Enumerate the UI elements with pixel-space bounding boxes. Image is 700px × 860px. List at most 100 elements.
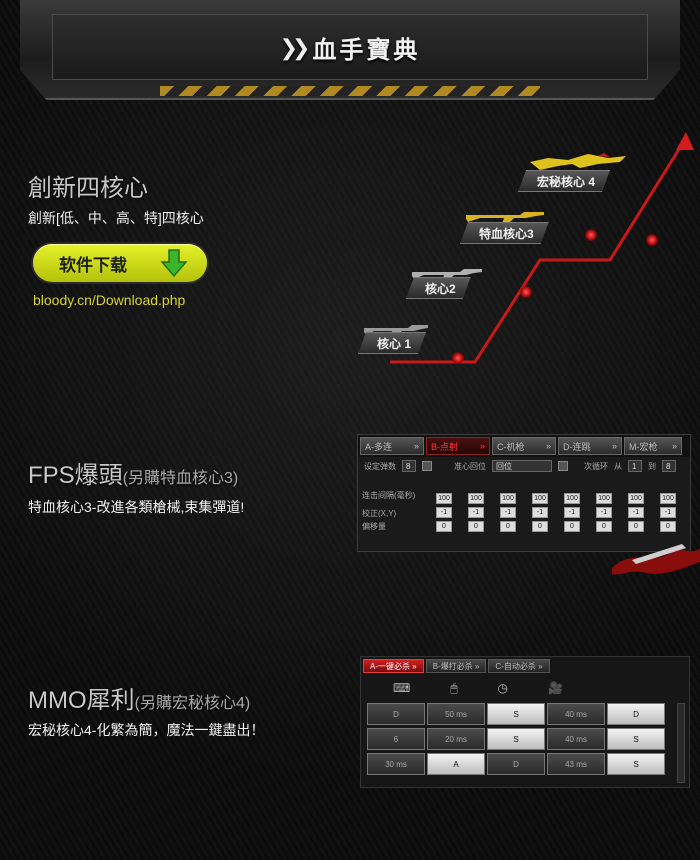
- mmo-mode-tabs: A-一键必杀 » B-爆打必杀 » C-自动必杀 »: [361, 657, 689, 675]
- section-title-mmo: MMO犀利(另購宏秘核心4): [28, 687, 251, 714]
- macro-delay[interactable]: 40 ms: [547, 728, 605, 750]
- fps-values-grid: 100 100 100 100 100 100 100 100 -1 -1 -1…: [436, 493, 692, 532]
- macro-delay[interactable]: 50 ms: [427, 703, 485, 725]
- golden-rifle-icon-3: [466, 212, 544, 224]
- tab-auto-kill[interactable]: C-自动必杀 »: [488, 659, 550, 673]
- dropdown-icon[interactable]: [558, 461, 568, 471]
- core-tag-3: 特血核心3: [460, 222, 549, 244]
- macro-key[interactable]: A: [427, 753, 485, 775]
- x-offset-field[interactable]: 0: [660, 521, 676, 532]
- chevron-right-icon: »: [671, 441, 677, 451]
- tab-point-burst[interactable]: B-点射»: [426, 437, 490, 455]
- core-dot-4: [646, 234, 658, 246]
- chevron-right-icon: »: [479, 441, 485, 451]
- tab-burst-kill[interactable]: B-爆打必杀 »: [425, 659, 487, 673]
- x-offset-field[interactable]: 0: [436, 521, 452, 532]
- rifle-icon-2: [412, 269, 482, 281]
- mmo-key-sequence-grid: D 50 ms S 40 ms D 6 20 ms S 40 ms S 30 m…: [367, 703, 665, 775]
- interval-field[interactable]: 100: [500, 493, 516, 504]
- loop-to-field[interactable]: 8: [662, 460, 676, 472]
- x-offset-field[interactable]: 0: [628, 521, 644, 532]
- tab-one-key-kill[interactable]: A-一键必杀 »: [363, 659, 424, 673]
- macro-key[interactable]: S: [607, 753, 665, 775]
- tab-multi-burst[interactable]: A-多连»: [360, 437, 424, 455]
- clock-icon[interactable]: ◷: [497, 681, 509, 695]
- chevron-right-icon: »: [538, 661, 543, 671]
- download-link[interactable]: bloody.cn/Download.php: [33, 292, 186, 308]
- blood-splatter-decoration: [612, 544, 700, 575]
- bullet-count-field[interactable]: 8: [402, 460, 416, 472]
- y-offset-field[interactable]: -1: [532, 507, 548, 518]
- interval-field[interactable]: 100: [468, 493, 484, 504]
- mmo-macro-panel: A-一键必杀 » B-爆打必杀 » C-自动必杀 » ⌨ 🖱 ◷ 🎥 D 50 …: [360, 656, 690, 788]
- fps-settings-panel: A-多连» B-点射» C-机枪» D-连跳» M-宏枪» 设定弹数 8 准心回…: [357, 434, 691, 552]
- section-title-cores: 創新四核心: [28, 175, 148, 202]
- section-desc-fps: 特血核心3-改進各類槍械,束集彈道!: [28, 499, 245, 515]
- y-offset-field[interactable]: -1: [500, 507, 516, 518]
- x-offset-field[interactable]: 0: [500, 521, 516, 532]
- core-dot-3: [585, 229, 597, 241]
- dropdown-icon[interactable]: [422, 461, 432, 471]
- dragon-rifle-icon-4: [530, 153, 626, 170]
- macro-delay[interactable]: 43 ms: [547, 753, 605, 775]
- core-tag-4: 宏秘核心 4: [518, 170, 610, 192]
- y-offset-field[interactable]: -1: [628, 507, 644, 518]
- x-offset-field[interactable]: 0: [564, 521, 580, 532]
- section-desc-mmo: 宏秘核心4-化繁為簡，魔法一鍵盡出！: [28, 722, 265, 738]
- y-offset-field[interactable]: -1: [468, 507, 484, 518]
- macro-key[interactable]: S: [607, 728, 665, 750]
- interval-field[interactable]: 100: [532, 493, 548, 504]
- tab-macro-gun[interactable]: M-宏枪»: [624, 437, 682, 455]
- section-title-fps-note: (另購特血核心3): [122, 470, 239, 487]
- macro-key[interactable]: S: [487, 703, 545, 725]
- rifle-icon-1: [364, 325, 428, 337]
- tab-machine-gun[interactable]: C-机枪»: [492, 437, 556, 455]
- chevron-right-icon: »: [611, 441, 617, 451]
- header-inner-panel: [52, 14, 648, 80]
- scrollbar[interactable]: [677, 703, 685, 783]
- macro-delay[interactable]: 40 ms: [547, 703, 605, 725]
- section-desc-cores: 創新[低、中、高、特]四核心: [28, 210, 204, 226]
- tab-jump[interactable]: D-连跳»: [558, 437, 622, 455]
- x-offset-field[interactable]: 0: [468, 521, 484, 532]
- macro-key[interactable]: S: [487, 728, 545, 750]
- download-button-label: 软件下载: [59, 255, 127, 275]
- loop-from-field[interactable]: 1: [628, 460, 642, 472]
- mmo-input-icons: ⌨ 🖱 ◷ 🎥: [361, 675, 689, 700]
- header-banner: ❯❯ 血手寶典: [0, 0, 700, 105]
- interval-field[interactable]: 100: [660, 493, 676, 504]
- macro-delay[interactable]: 30 ms: [367, 753, 425, 775]
- download-button[interactable]: 软件下载: [33, 244, 207, 282]
- core-tag-1: 核心 1: [358, 332, 426, 354]
- interval-field[interactable]: 100: [628, 493, 644, 504]
- chevron-right-icon: »: [413, 441, 419, 451]
- hazard-stripe: [160, 86, 540, 96]
- interval-field[interactable]: 100: [564, 493, 580, 504]
- macro-key[interactable]: D: [367, 703, 425, 725]
- double-chevron-icon: ❯❯: [279, 34, 311, 60]
- chevron-right-icon: »: [412, 661, 417, 671]
- y-offset-field[interactable]: -1: [436, 507, 452, 518]
- macro-key[interactable]: 6: [367, 728, 425, 750]
- page-title: ❯❯ 血手寶典: [280, 30, 421, 65]
- download-arrow-icon: [160, 249, 188, 278]
- section-title-mmo-note: (另購宏秘核心4): [134, 695, 251, 712]
- x-offset-field[interactable]: 0: [596, 521, 612, 532]
- macro-delay[interactable]: 20 ms: [427, 728, 485, 750]
- fps-row-labels: 连击间隔(毫秒) 校正(X,Y) 偏移量: [362, 491, 416, 531]
- interval-field[interactable]: 100: [596, 493, 612, 504]
- x-offset-field[interactable]: 0: [532, 521, 548, 532]
- y-offset-field[interactable]: -1: [660, 507, 676, 518]
- keyboard-icon[interactable]: ⌨: [393, 681, 411, 695]
- section-title-fps: FPS爆頭(另購特血核心3): [28, 462, 239, 489]
- macro-key[interactable]: D: [607, 703, 665, 725]
- mouse-icon[interactable]: 🖱: [450, 681, 458, 695]
- y-offset-field[interactable]: -1: [596, 507, 612, 518]
- recorder-icon[interactable]: 🎥: [548, 681, 563, 695]
- macro-key[interactable]: D: [487, 753, 545, 775]
- crosshair-reset-select[interactable]: 回位: [492, 460, 552, 472]
- y-offset-field[interactable]: -1: [564, 507, 580, 518]
- core-dot-1: [452, 352, 464, 364]
- interval-field[interactable]: 100: [436, 493, 452, 504]
